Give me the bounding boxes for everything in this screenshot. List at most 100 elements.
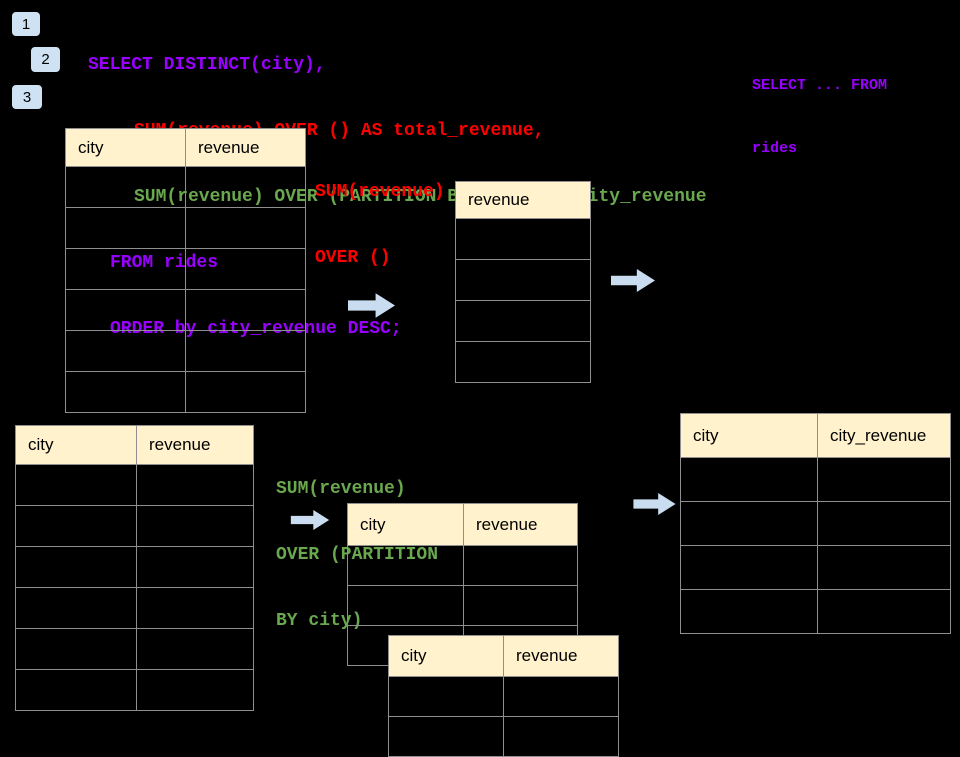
annotation-total-line-2: OVER ()	[315, 248, 391, 268]
side-note-line-1: SELECT ... FROM	[752, 77, 888, 94]
table-header-row: revenue	[455, 181, 591, 219]
table-cell	[136, 669, 254, 711]
table-row	[15, 587, 254, 629]
table-cell	[65, 207, 186, 249]
table-row	[455, 341, 591, 383]
table-cell	[463, 545, 578, 586]
table-cell	[185, 166, 306, 208]
table-cell	[503, 676, 619, 717]
table-row	[347, 585, 578, 626]
table-partition-result: city city_revenue	[680, 413, 951, 634]
step-badge-1: 1	[11, 11, 41, 37]
table-cell	[463, 585, 578, 626]
table-cell	[185, 371, 306, 413]
table-row	[455, 218, 591, 260]
table-cell	[185, 248, 306, 290]
table-row	[680, 589, 951, 634]
side-note-select-from: SELECT ... FROM rides	[752, 33, 887, 180]
column-header-revenue: revenue	[463, 503, 578, 546]
table-row	[455, 259, 591, 301]
flow-arrow-right	[611, 269, 655, 292]
table-cell	[680, 501, 818, 546]
table-total-revenue-result: revenue	[455, 181, 591, 383]
table-cell	[136, 464, 254, 506]
table-cell	[65, 289, 186, 331]
table-cell	[388, 716, 504, 757]
table-source-bottom: city revenue	[15, 425, 254, 711]
table-cell	[455, 259, 591, 301]
table-cell	[817, 457, 951, 502]
column-header-revenue: revenue	[136, 425, 254, 465]
table-cell	[185, 207, 306, 249]
table-cell	[136, 546, 254, 588]
table-cell	[65, 371, 186, 413]
table-cell	[185, 289, 306, 331]
table-row	[680, 501, 951, 546]
table-row	[15, 628, 254, 670]
column-header-revenue: revenue	[455, 181, 591, 219]
column-header-city: city	[388, 635, 504, 677]
table-cell	[817, 589, 951, 634]
table-row	[388, 676, 619, 717]
annotation-total-line-1: SUM(revenue)	[315, 182, 445, 202]
column-header-revenue: revenue	[185, 128, 306, 167]
sql-line-select: SELECT DISTINCT(city),	[88, 55, 326, 75]
table-cell	[680, 545, 818, 590]
table-row	[388, 716, 619, 757]
side-note-line-2: rides	[752, 140, 798, 157]
flow-arrow-right	[348, 293, 395, 318]
table-cell	[15, 505, 137, 547]
step-badge-2: 2	[30, 46, 61, 73]
table-cell	[503, 716, 619, 757]
table-row	[455, 300, 591, 342]
column-header-city: city	[15, 425, 137, 465]
step-badge-3: 3	[11, 84, 43, 110]
table-row	[680, 457, 951, 502]
table-cell	[15, 669, 137, 711]
table-header-row: city revenue	[15, 425, 254, 465]
table-cell	[136, 587, 254, 629]
table-header-row: city revenue	[65, 128, 306, 167]
column-header-city: city	[347, 503, 464, 546]
table-cell	[817, 545, 951, 590]
table-row	[15, 669, 254, 711]
table-cell	[347, 545, 464, 586]
table-cell	[680, 457, 818, 502]
table-row	[15, 546, 254, 588]
table-row	[65, 207, 306, 249]
column-header-revenue: revenue	[503, 635, 619, 677]
table-cell	[136, 505, 254, 547]
table-row	[65, 248, 306, 290]
table-cell	[65, 248, 186, 290]
table-header-row: city city_revenue	[680, 413, 951, 458]
column-header-city: city	[65, 128, 186, 167]
table-row	[65, 330, 306, 372]
column-header-city: city	[680, 413, 818, 458]
table-cell	[455, 300, 591, 342]
table-cell	[347, 585, 464, 626]
column-header-city-revenue: city_revenue	[817, 413, 951, 458]
table-header-row: city revenue	[347, 503, 578, 546]
annotation-partition-line-1: SUM(revenue)	[276, 479, 406, 499]
table-cell	[455, 341, 591, 383]
table-header-row: city revenue	[388, 635, 619, 677]
table-cell	[65, 166, 186, 208]
table-cell	[15, 546, 137, 588]
flow-arrow-right	[633, 493, 676, 515]
table-cell	[65, 330, 186, 372]
table-partition-overlay: city revenue	[388, 635, 619, 757]
table-cell	[680, 589, 818, 634]
table-cell	[185, 330, 306, 372]
table-cell	[455, 218, 591, 260]
table-row	[65, 289, 306, 331]
table-source-top: city revenue	[65, 128, 306, 413]
table-row	[15, 505, 254, 547]
table-row	[65, 166, 306, 208]
annotation-total-revenue: SUM(revenue) OVER ()	[315, 137, 445, 291]
table-row	[15, 464, 254, 506]
table-cell	[136, 628, 254, 670]
table-row	[347, 545, 578, 586]
table-row	[65, 371, 306, 413]
table-row	[680, 545, 951, 590]
table-cell	[15, 587, 137, 629]
